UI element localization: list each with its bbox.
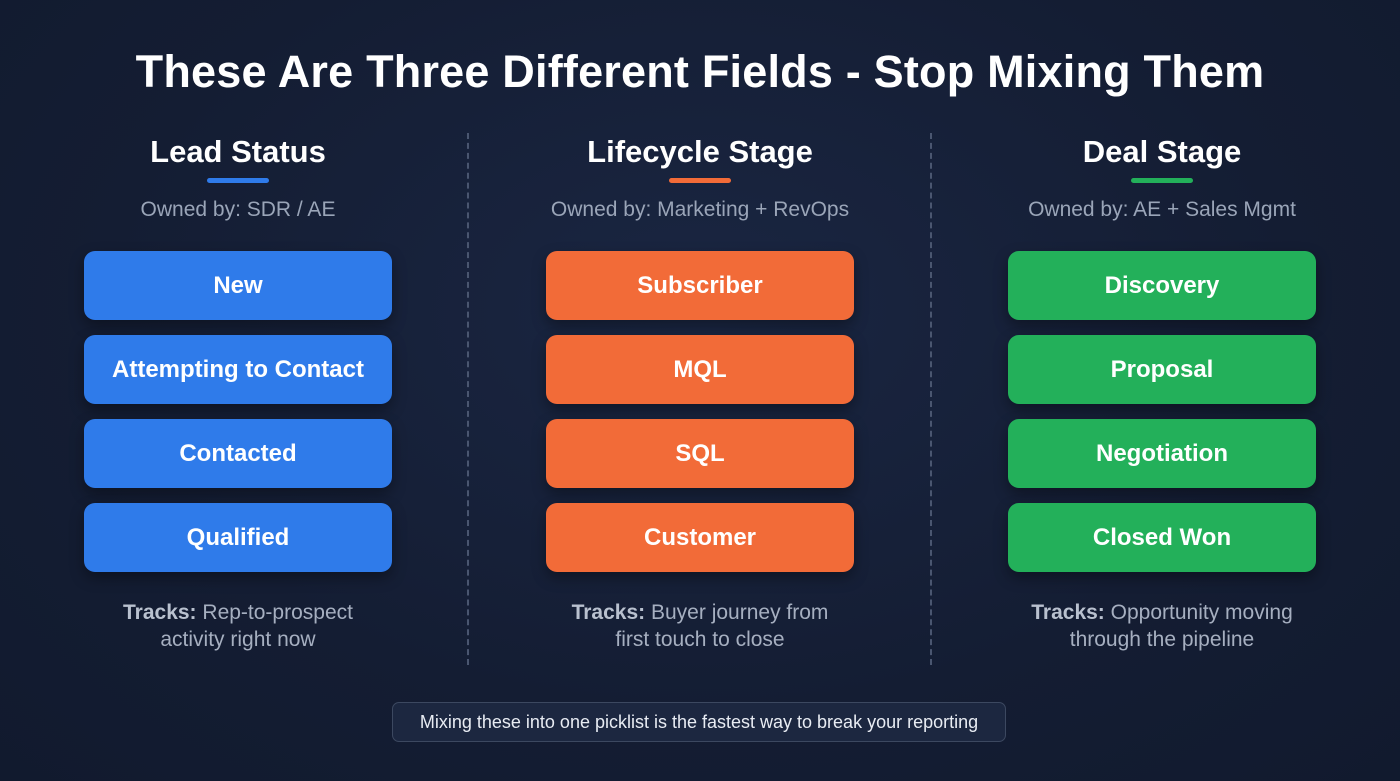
- tracks-text-line2: through the pipeline: [1069, 628, 1255, 651]
- column-deal-stage: Deal Stage Owned by: AE + Sales Mgmt Dis…: [1007, 130, 1317, 653]
- stage-pill[interactable]: Contacted: [84, 419, 392, 488]
- column-divider: [467, 133, 469, 665]
- accent-bar: [669, 178, 731, 183]
- tracks-description: Tracks: Opportunity moving through the p…: [992, 599, 1332, 653]
- tracks-description: Tracks: Buyer journey from first touch t…: [530, 599, 870, 653]
- footer-callout: Mixing these into one picklist is the fa…: [392, 702, 1006, 742]
- stage-pill[interactable]: MQL: [546, 335, 854, 404]
- stage-pill[interactable]: Attempting to Contact: [84, 335, 392, 404]
- column-title: Deal Stage: [1082, 134, 1242, 169]
- tracks-label: Tracks:: [123, 601, 197, 624]
- stage-list: Discovery Proposal Negotiation Closed Wo…: [1008, 251, 1316, 572]
- stage-pill[interactable]: New: [84, 251, 392, 320]
- stage-list: Subscriber MQL SQL Customer: [546, 251, 854, 572]
- stage-pill[interactable]: Subscriber: [546, 251, 854, 320]
- tracks-label: Tracks:: [1031, 601, 1105, 624]
- owner-label: Owned by: AE + Sales Mgmt: [1028, 198, 1296, 221]
- tracks-text-line2: first touch to close: [615, 628, 785, 651]
- accent-bar: [1131, 178, 1193, 183]
- page-title: These Are Three Different Fields - Stop …: [135, 46, 1265, 97]
- column-lifecycle-stage: Lifecycle Stage Owned by: Marketing + Re…: [545, 130, 855, 653]
- owner-label: Owned by: Marketing + RevOps: [550, 198, 850, 221]
- stage-pill[interactable]: SQL: [546, 419, 854, 488]
- stage-pill[interactable]: Customer: [546, 503, 854, 572]
- stage-list: New Attempting to Contact Contacted Qual…: [84, 251, 392, 572]
- tracks-text-line1: Buyer journey from: [651, 601, 829, 624]
- accent-bar: [207, 178, 269, 183]
- stage-pill[interactable]: Qualified: [84, 503, 392, 572]
- tracks-text-line2: activity right now: [160, 628, 316, 651]
- stage-pill[interactable]: Closed Won: [1008, 503, 1316, 572]
- column-title: Lead Status: [150, 134, 326, 169]
- column-title: Lifecycle Stage: [587, 134, 813, 169]
- column-divider: [930, 133, 932, 665]
- tracks-label: Tracks:: [571, 601, 646, 624]
- stage-pill[interactable]: Negotiation: [1008, 419, 1316, 488]
- tracks-text-line1: Opportunity moving: [1110, 601, 1293, 624]
- owner-label: Owned by: SDR / AE: [140, 198, 336, 221]
- tracks-text-line1: Rep-to-prospect: [202, 601, 353, 624]
- column-lead-status: Lead Status Owned by: SDR / AE New Attem…: [83, 130, 393, 653]
- tracks-description: Tracks: Rep-to-prospect activity right n…: [68, 599, 408, 653]
- stage-pill[interactable]: Proposal: [1008, 335, 1316, 404]
- stage-pill[interactable]: Discovery: [1008, 251, 1316, 320]
